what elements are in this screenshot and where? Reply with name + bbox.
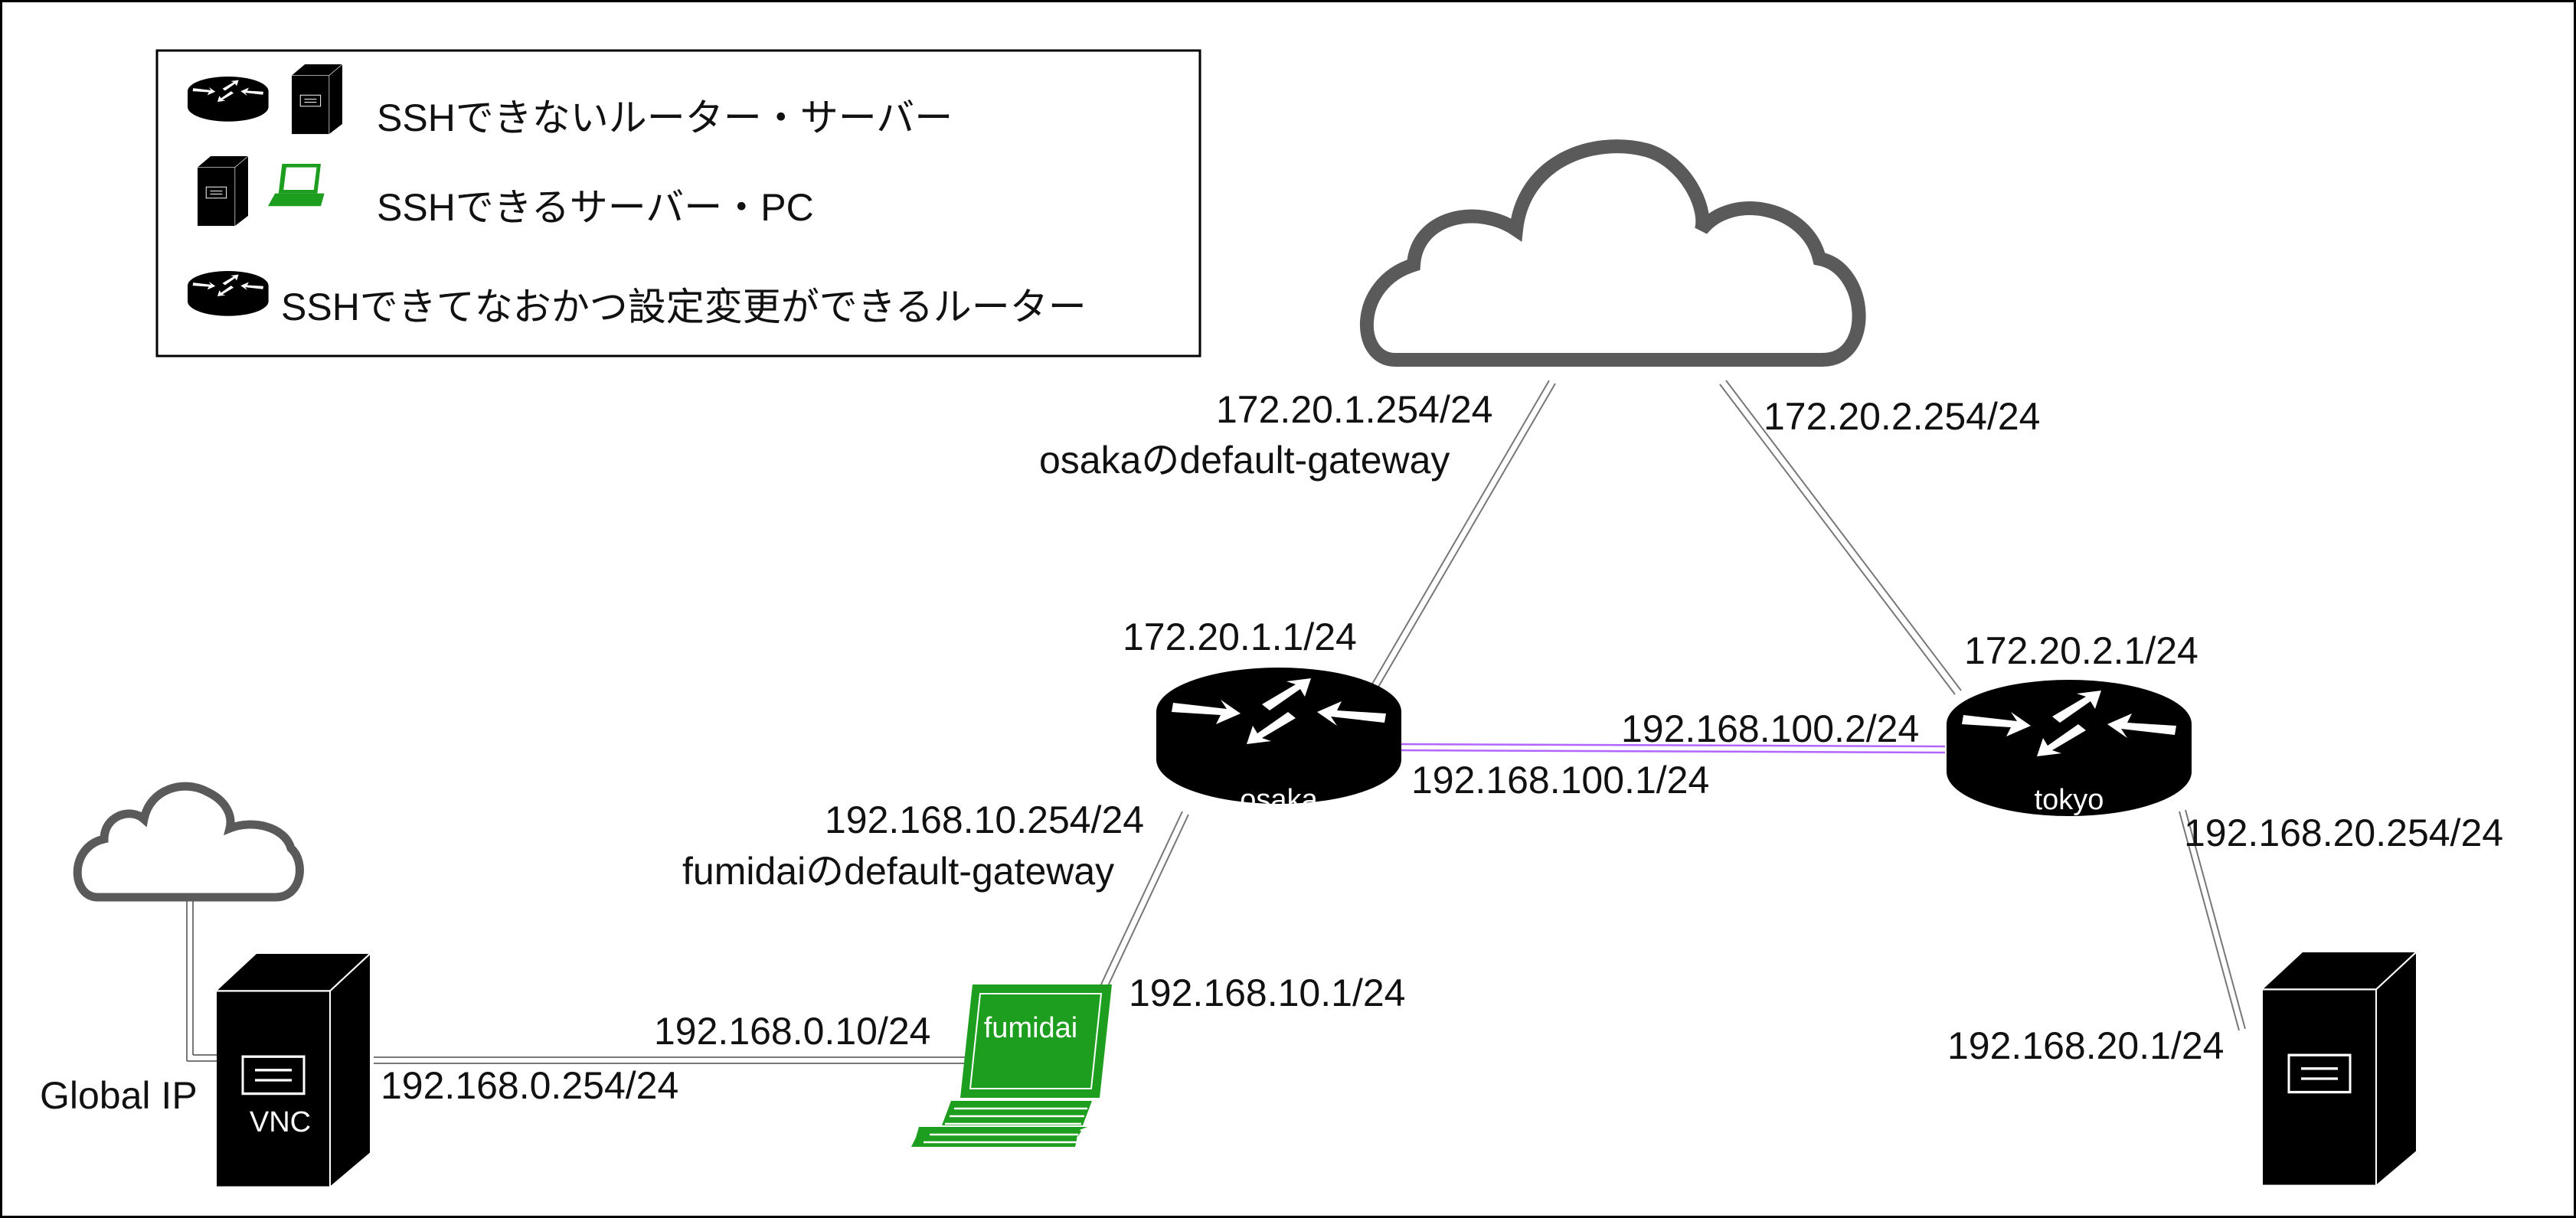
link-fumidai-osaka — [1099, 811, 1183, 988]
legend: SSHできないルーター・サーバー SSHできるサーバー・PC SSHできてなおか… — [155, 49, 1201, 358]
global-ip-label: Global IP — [40, 1074, 198, 1117]
tokyo-gateway-ip: 172.20.2.254/24 — [1764, 395, 2040, 438]
link-tokyo-internet — [1725, 380, 1962, 691]
server-icon — [291, 64, 343, 135]
server-lan-ip: 192.168.20.1/24 — [1947, 1024, 2224, 1067]
fumidai-lan-ip: 192.168.10.1/24 — [1129, 971, 1405, 1014]
osaka-lan-note: fumidaiのdefault-gateway — [682, 850, 1114, 893]
connections — [186, 380, 2246, 1064]
link-osaka-tokyo — [1401, 743, 1946, 754]
osaka-wan-ip: 172.20.1.1/24 — [1123, 616, 1357, 658]
legend-row3-text: SSHできてなおかつ設定変更ができるルーター — [281, 286, 1087, 328]
server-icon — [197, 155, 249, 227]
laptop-fumidai — [911, 985, 1112, 1147]
legend-row1-text: SSHできないルーター・サーバー — [377, 96, 953, 139]
fumidai-vnc-ip: 192.168.0.10/24 — [654, 1010, 930, 1053]
osaka-gateway-ip: 172.20.1.254/24 — [1216, 388, 1492, 431]
link-tokyo-server — [2179, 811, 2240, 1031]
osaka-router-label: osaka — [1240, 784, 1318, 816]
vnc-cloud — [73, 782, 304, 902]
server-vnc — [215, 952, 371, 1188]
tokyo-wan-ip: 172.20.2.1/24 — [1964, 629, 2198, 672]
laptop-icon — [268, 164, 325, 207]
vnc-server-label: VNC — [250, 1106, 311, 1138]
osaka-link-ip: 192.168.100.1/24 — [1411, 759, 1709, 802]
internet-cloud — [1359, 139, 1866, 367]
fumidai-laptop-label: fumidai — [984, 1012, 1078, 1044]
osaka-lan-ip: 192.168.10.254/24 — [825, 798, 1144, 841]
server-lan — [2261, 951, 2417, 1187]
router-icon — [188, 271, 269, 316]
tokyo-link-ip: 192.168.100.2/24 — [1621, 707, 1919, 750]
router-icon — [188, 77, 269, 122]
link-osaka-internet — [1371, 380, 1550, 686]
tokyo-router-label: tokyo — [2035, 784, 2104, 816]
legend-row2-text: SSHできるサーバー・PC — [377, 186, 814, 229]
osaka-gateway-note: osakaのdefault-gateway — [1039, 439, 1450, 482]
tokyo-lan-ip: 192.168.20.254/24 — [2184, 811, 2503, 854]
vnc-lan-ip: 192.168.0.254/24 — [381, 1064, 678, 1107]
